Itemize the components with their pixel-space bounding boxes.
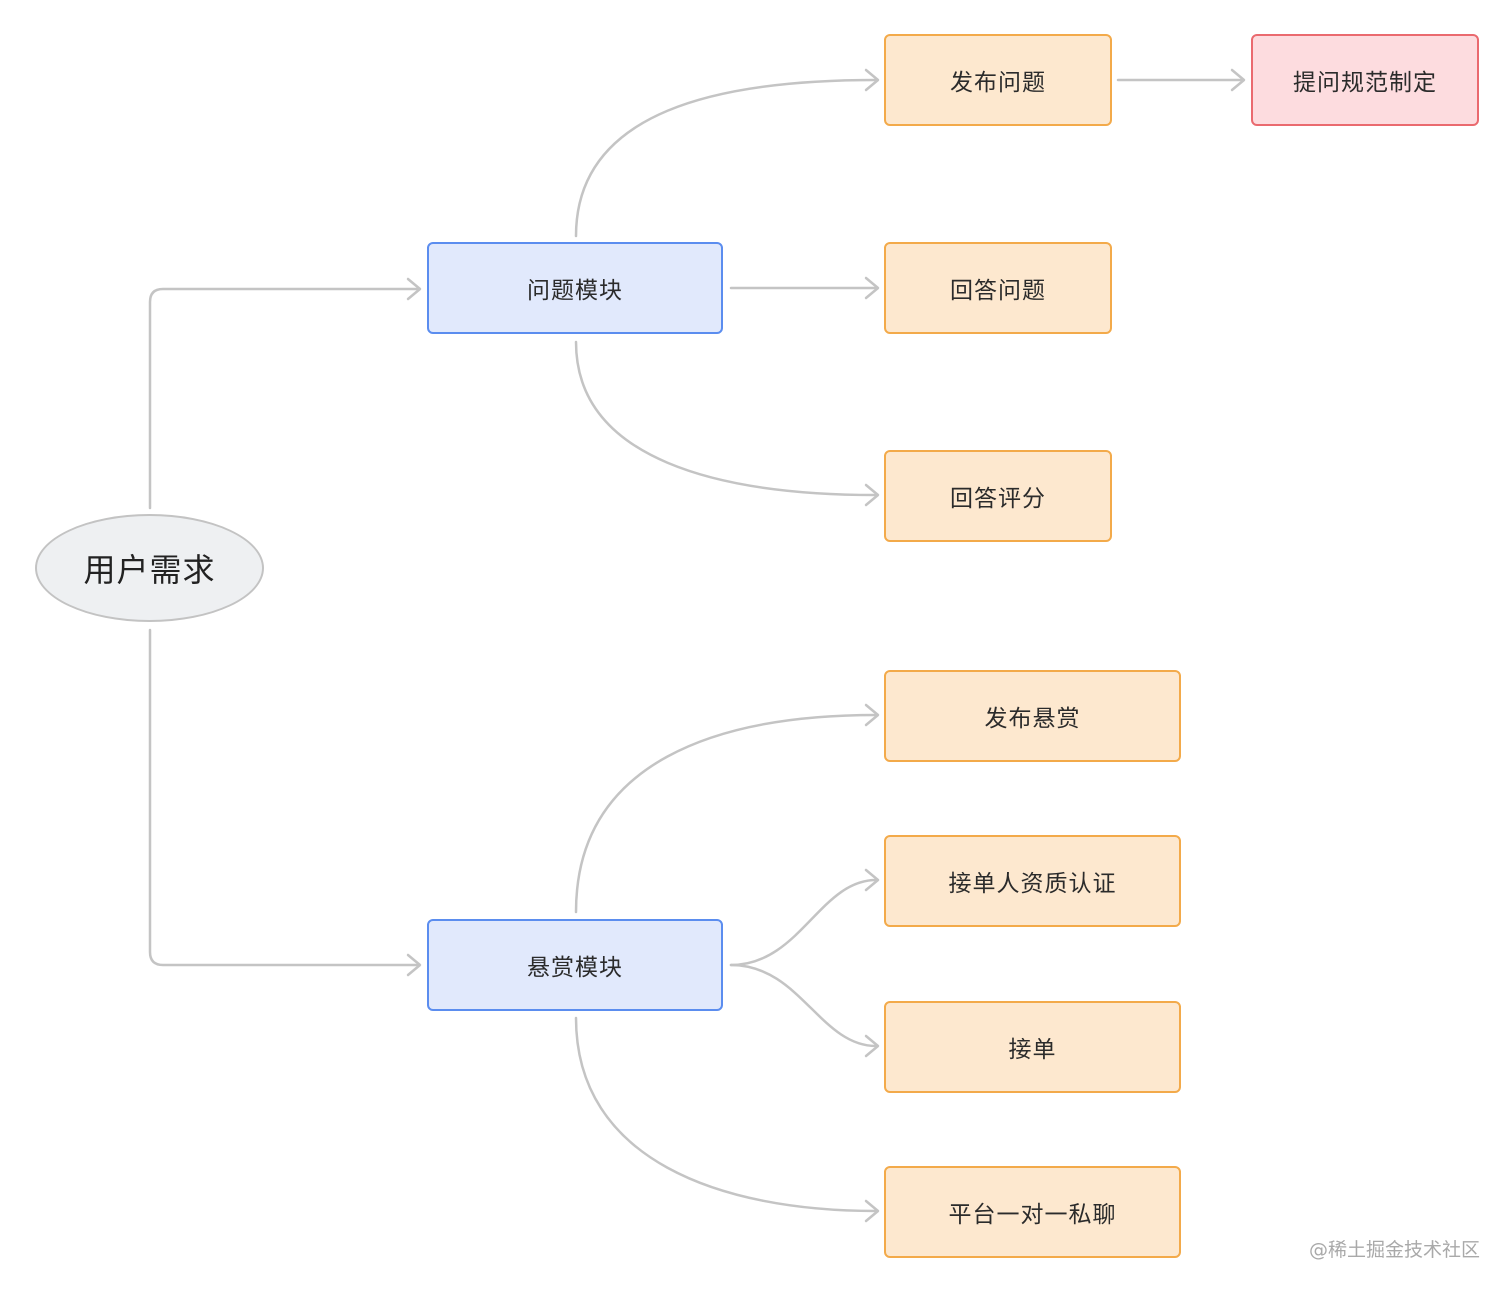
node-answer-question: 回答问题 [884,242,1112,334]
node-bounty-module: 悬赏模块 [427,919,723,1011]
node-question-module: 问题模块 [427,242,723,334]
node-label: 悬赏模块 [527,955,623,981]
node-label: 接单人资质认证 [948,871,1117,897]
node-publish-bounty: 发布悬赏 [884,670,1181,762]
arrowhead [864,1034,880,1058]
arrowhead [864,68,880,92]
watermark: @稀土掘金技术社区 [1308,1239,1480,1261]
connector-bounty-to-private-chat [574,1016,878,1213]
node-label: 回答问题 [950,278,1046,304]
node-label: 回答评分 [950,486,1046,512]
node-private-chat: 平台一对一私聊 [884,1166,1181,1258]
arrowhead [864,1199,880,1223]
connector-bounty-to-qualification [729,878,878,967]
connector-question-to-publish [574,78,878,238]
connector-root-to-question-module [148,287,420,510]
node-taker-qualification: 接单人资质认证 [884,835,1181,927]
connector-bounty-to-publish-bounty [574,713,878,914]
arrowhead [864,276,880,300]
connector-root-to-bounty-module [148,628,420,967]
arrowhead [1230,68,1246,92]
node-label: 问题模块 [527,278,623,304]
node-answer-rating: 回答评分 [884,450,1112,542]
arrowhead [406,953,422,977]
node-label: 提问规范制定 [1293,70,1437,96]
node-publish-question: 发布问题 [884,34,1112,126]
node-label: 发布悬赏 [984,706,1081,732]
root-node-label: 用户需求 [83,551,216,589]
node-label: 接单 [1008,1037,1057,1063]
node-label: 平台一对一私聊 [948,1202,1117,1228]
arrowhead [864,703,880,727]
node-accept-order: 接单 [884,1001,1181,1093]
arrowhead [406,277,422,301]
node-label: 发布问题 [950,70,1046,96]
node-question-guidelines: 提问规范制定 [1251,34,1479,126]
root-node-user-needs: 用户需求 [35,514,264,622]
connector-question-to-rating [574,340,878,497]
connector-bounty-to-accept-order [729,963,878,1048]
arrowhead [864,483,880,507]
arrowhead [864,868,880,892]
